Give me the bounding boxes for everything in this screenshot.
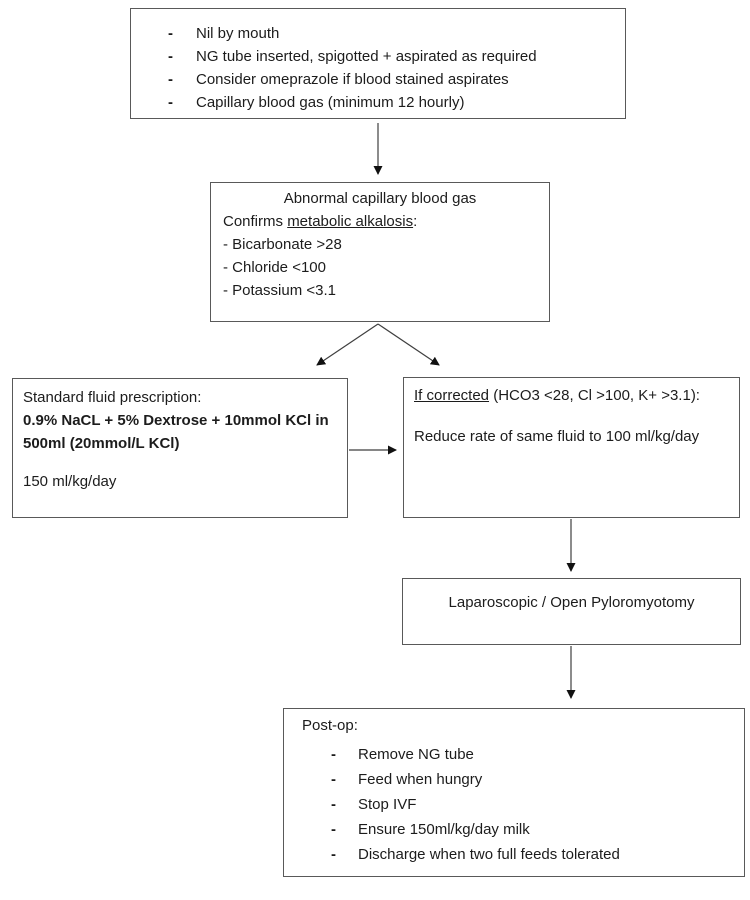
surgery-box: Laparoscopic / Open Pyloromyotomy: [402, 578, 741, 645]
postop-box: Post-op: - Remove NG tube - Feed when hu…: [283, 708, 745, 877]
dash-bullet: -: [168, 71, 173, 88]
criterion: - Chloride <100: [223, 259, 326, 276]
confirms-suffix: :: [413, 213, 418, 230]
fluid-prescription-line1: 0.9% NaCL + 5% Dextrose + 10mmol KCl in: [23, 412, 329, 429]
list-item: - Stop IVF: [302, 792, 736, 817]
list-item: - Ensure 150ml/kg/day milk: [302, 817, 736, 842]
list-item: - Remove NG tube: [302, 742, 736, 767]
bloodgas-title: Abnormal capillary blood gas: [283, 190, 477, 207]
list-item: - Capillary blood gas (minimum 12 hourly…: [131, 91, 625, 114]
list-item-label: Capillary blood gas (minimum 12 hourly): [196, 94, 465, 111]
bloodgas-box: Abnormal capillary blood gas Confirms me…: [210, 182, 550, 322]
dash-bullet: -: [331, 771, 336, 788]
confirms-underlined: metabolic alkalosis: [287, 213, 414, 230]
list-item-label: Ensure 150ml/kg/day milk: [358, 821, 530, 838]
arrow-bloodgas-to-corrected: [377, 323, 440, 366]
dash-bullet: -: [331, 846, 336, 863]
fluid-rate: 150 ml/kg/day: [23, 473, 117, 490]
corrected-heading: If corrected (HCO3 <28, Cl >100, K+ >3.1…: [414, 384, 729, 407]
list-item: - NG tube inserted, spigotted + aspirate…: [131, 45, 625, 68]
corrected-heading-underlined: If corrected: [414, 387, 490, 404]
corrected-box: If corrected (HCO3 <28, Cl >100, K+ >3.1…: [403, 377, 740, 518]
list-item: - Feed when hungry: [302, 767, 736, 792]
postop-bullet-list: - Remove NG tube - Feed when hungry - St…: [302, 742, 736, 867]
list-item: - Nil by mouth: [131, 22, 625, 45]
corrected-action: Reduce rate of same fluid to 100 ml/kg/d…: [414, 428, 700, 445]
dash-bullet: -: [168, 25, 173, 42]
surgery-label: Laparoscopic / Open Pyloromyotomy: [448, 594, 695, 611]
dash-bullet: -: [331, 821, 336, 838]
list-item-label: NG tube inserted, spigotted + aspirated …: [196, 48, 537, 65]
list-item-label: Stop IVF: [358, 796, 417, 813]
fluid-prescription-line2: 500ml (20mmol/L KCl): [23, 435, 180, 452]
corrected-heading-rest: (HCO3 <28, Cl >100, K+ >3.1):: [489, 387, 700, 404]
confirms-prefix: Confirms: [223, 213, 288, 230]
fluid-title: Standard fluid prescription:: [23, 389, 202, 406]
postop-title: Post-op:: [302, 717, 358, 734]
spacer: [23, 455, 335, 470]
list-item-label: Remove NG tube: [358, 746, 474, 763]
list-item-label: Feed when hungry: [358, 771, 483, 788]
dash-bullet: -: [331, 796, 336, 813]
dash-bullet: -: [168, 48, 173, 65]
preop-care-box: - Nil by mouth - NG tube inserted, spigo…: [130, 8, 626, 119]
standard-fluid-box: Standard fluid prescription: 0.9% NaCL +…: [12, 378, 348, 518]
arrow-bloodgas-to-fluid: [316, 323, 379, 366]
criterion: - Bicarbonate >28: [223, 236, 342, 253]
dash-bullet: -: [168, 94, 173, 111]
dash-bullet: -: [331, 746, 336, 763]
list-item-label: Nil by mouth: [196, 25, 280, 42]
list-item: - Consider omeprazole if blood stained a…: [131, 68, 625, 91]
bloodgas-confirms-line: Confirms metabolic alkalosis:: [223, 210, 537, 233]
list-item: - Discharge when two full feeds tolerate…: [302, 842, 736, 867]
list-item-label: Consider omeprazole if blood stained asp…: [196, 71, 509, 88]
list-item-label: Discharge when two full feeds tolerated: [358, 846, 620, 863]
spacer: [414, 407, 729, 425]
criterion: - Potassium <3.1: [223, 282, 336, 299]
